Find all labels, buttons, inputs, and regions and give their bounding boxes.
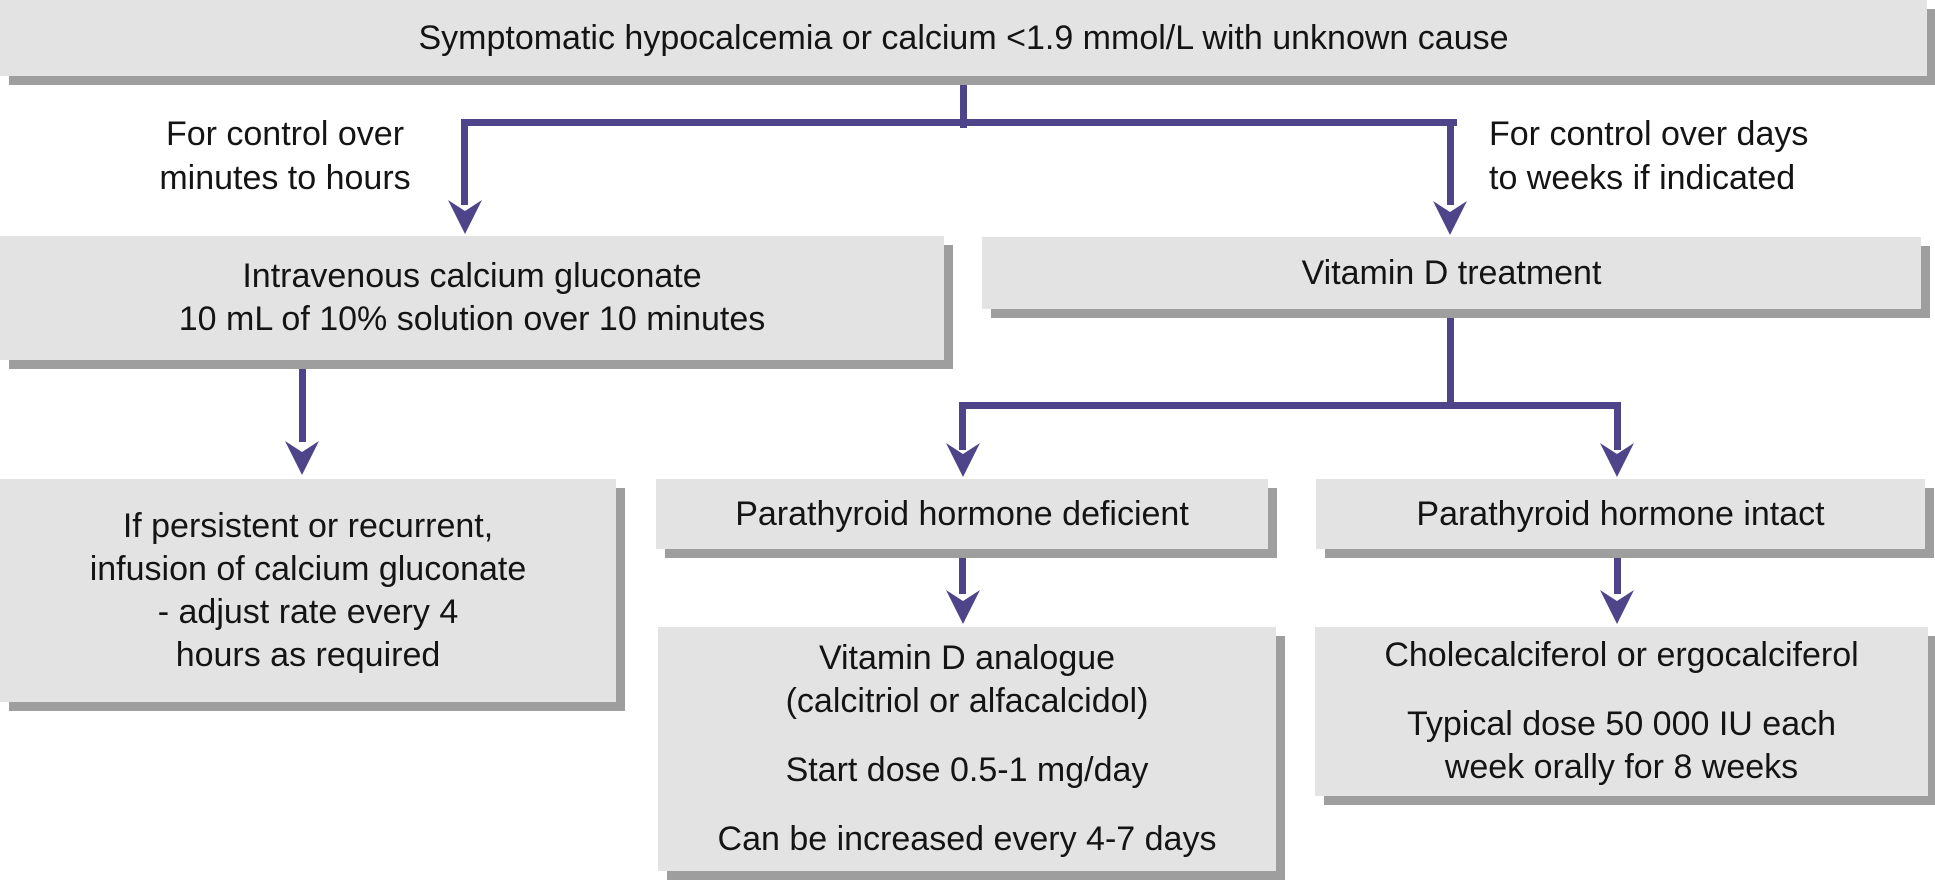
arrowhead-down-icon xyxy=(946,590,980,624)
box-text: (calcitriol or alfacalcidol) xyxy=(785,682,1149,720)
box-text: Vitamin D analogue xyxy=(818,639,1116,677)
branch-label-line: to weeks if indicated xyxy=(1489,159,1796,197)
box-text: Typical dose 50 000 IU each xyxy=(1406,705,1837,743)
box-cholecalciferol: Cholecalciferol or ergocalciferol Typica… xyxy=(1315,627,1928,796)
connector-branch1 xyxy=(461,119,1457,126)
arrowhead-down-icon xyxy=(448,200,482,234)
box-pth-intact: Parathyroid hormone intact xyxy=(1316,479,1925,549)
connector-drop-pth-deficient xyxy=(959,402,966,450)
box-text: Cholecalciferol or ergocalciferol xyxy=(1384,636,1859,674)
box-pth-deficient: Parathyroid hormone deficient xyxy=(656,479,1268,549)
box-text: hours as required xyxy=(175,635,441,674)
box-text: infusion of calcium gluconate xyxy=(89,549,527,588)
branch-label-line: For control over xyxy=(165,115,405,153)
connector-intact-to-chole xyxy=(1614,549,1621,594)
box-text: - adjust rate every 4 xyxy=(157,592,459,631)
box-text: Symptomatic hypocalcemia or calcium <1.9… xyxy=(418,18,1509,57)
box-text: Parathyroid hormone deficient xyxy=(735,494,1189,533)
connector-deficient-to-analogue xyxy=(959,549,966,594)
branch-label-minutes-to-hours: For control over minutes to hours xyxy=(110,112,460,200)
connector-drop-vitamin-d xyxy=(1447,119,1454,205)
arrowhead-down-icon xyxy=(1433,201,1467,235)
connector-root-stem xyxy=(960,76,967,128)
box-text: Can be increased every 4-7 days xyxy=(717,820,1217,858)
box-paragraph: Typical dose 50 000 IU each week orally … xyxy=(1407,703,1836,789)
connector-drop-pth-intact xyxy=(1614,402,1621,450)
arrowhead-down-icon xyxy=(1600,590,1634,624)
box-text: Intravenous calcium gluconate xyxy=(242,257,702,295)
box-text: week orally for 8 weeks xyxy=(1444,748,1799,786)
branch-label-line: minutes to hours xyxy=(159,159,411,197)
connector-branch2 xyxy=(959,402,1621,409)
branch-label-line: For control over days xyxy=(1489,115,1809,153)
box-paragraph: If persistent or recurrent, infusion of … xyxy=(90,505,527,677)
box-text: Parathyroid hormone intact xyxy=(1416,494,1825,533)
box-symptomatic-hypocalcemia: Symptomatic hypocalcemia or calcium <1.9… xyxy=(0,0,1927,76)
box-paragraph: Intravenous calcium gluconate 10 mL of 1… xyxy=(179,255,766,341)
branch-label-days-to-weeks: For control over days to weeks if indica… xyxy=(1489,112,1919,200)
box-iv-calcium-gluconate: Intravenous calcium gluconate 10 mL of 1… xyxy=(0,236,944,360)
connector-vitamin-d-stem xyxy=(1447,309,1454,409)
box-text: 10 mL of 10% solution over 10 minutes xyxy=(178,300,766,338)
box-persistent-infusion: If persistent or recurrent, infusion of … xyxy=(0,479,616,702)
arrowhead-down-icon xyxy=(946,443,980,477)
arrowhead-down-icon xyxy=(1600,443,1634,477)
box-text: If persistent or recurrent, xyxy=(122,506,494,545)
connector-iv-to-persistent xyxy=(299,360,306,442)
box-vitamin-d-analogue: Vitamin D analogue (calcitriol or alfaca… xyxy=(658,627,1276,871)
connector-drop-iv-calcium xyxy=(461,119,468,205)
box-text: Vitamin D treatment xyxy=(1301,253,1602,292)
arrowhead-down-icon xyxy=(285,441,319,475)
box-vitamin-d-treatment: Vitamin D treatment xyxy=(982,237,1921,309)
box-paragraph: Vitamin D analogue (calcitriol or alfaca… xyxy=(786,637,1149,723)
box-text: Start dose 0.5-1 mg/day xyxy=(785,751,1149,789)
